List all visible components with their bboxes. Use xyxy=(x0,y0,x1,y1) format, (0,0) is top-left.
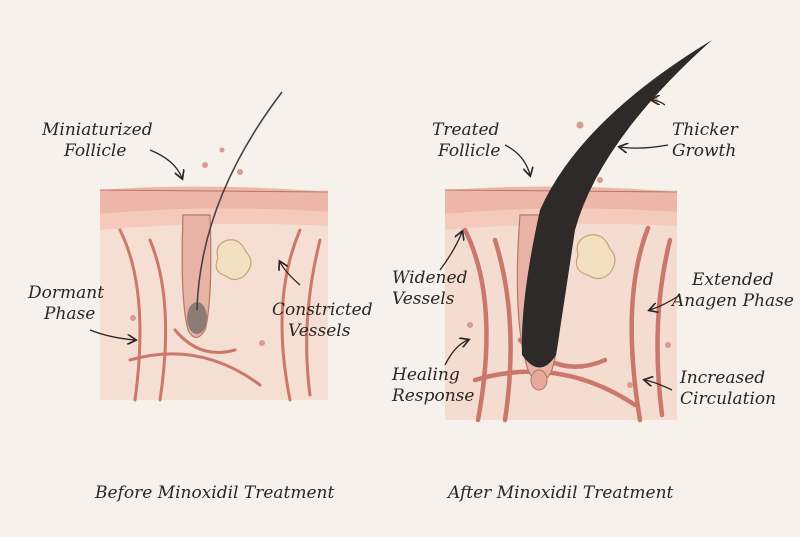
left-follicle xyxy=(181,91,283,339)
annotation-arrows xyxy=(89,100,681,391)
left-sebaceous-gland xyxy=(215,239,252,281)
label-extended-anagen-phase: Extended Anagen Phase xyxy=(672,270,794,311)
label-thicker-growth: Thicker Growth xyxy=(672,120,738,161)
left-blood-vessels xyxy=(118,228,322,402)
left-dots xyxy=(130,147,265,346)
caption-before: Before Minoxidil Treatment xyxy=(95,483,335,503)
label-increased-circulation: Increased Circulation xyxy=(680,368,777,409)
caption-after: After Minoxidil Treatment xyxy=(448,483,674,503)
right-blood-vessels xyxy=(462,225,673,423)
label-treated-follicle: Treated Follicle xyxy=(432,120,501,161)
label-widened-vessels: Widened Vessels xyxy=(392,268,468,309)
label-miniaturized-follicle: Miniaturized Follicle xyxy=(42,120,153,161)
right-sebaceous-gland xyxy=(575,234,616,280)
label-healing-response: Healing Response xyxy=(392,365,475,406)
label-constricted-vessels: Constricted Vessels xyxy=(272,300,373,341)
right-follicle xyxy=(516,40,712,391)
label-dormant-phase: Dormant Phase xyxy=(28,283,105,324)
